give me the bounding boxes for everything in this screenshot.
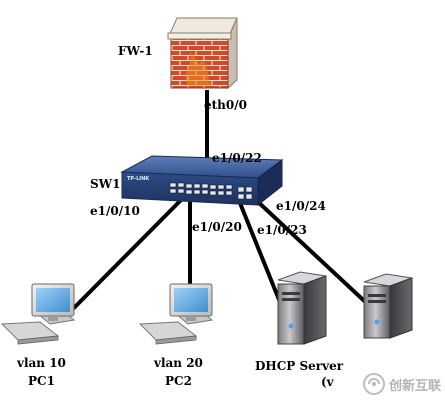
server-icon bbox=[363, 273, 413, 339]
pc1-name-label: PC1 bbox=[28, 374, 55, 388]
firewall-icon bbox=[167, 17, 238, 90]
port-label-sw-pc1: e1/0/10 bbox=[90, 204, 140, 218]
dhcp-server-icon bbox=[277, 271, 327, 345]
pc2-icon bbox=[138, 283, 214, 345]
port-label-sw-pc2: e1/0/20 bbox=[192, 220, 242, 234]
pc2-vlan-label: vlan 20 bbox=[154, 356, 203, 370]
link-sw-pc1 bbox=[60, 194, 187, 322]
port-label-sw-dhcp: e1/0/23 bbox=[257, 223, 307, 237]
watermark: 创新互联 bbox=[362, 372, 441, 396]
port-label-sw-server: e1/0/24 bbox=[276, 199, 326, 213]
pc2-name-label: PC2 bbox=[165, 374, 192, 388]
dhcp-server-label-2: (v bbox=[321, 375, 334, 389]
switch-icon: TP-LINK bbox=[120, 155, 284, 207]
dhcp-server-label: DHCP Server bbox=[255, 359, 344, 373]
link-sw-server bbox=[254, 198, 376, 312]
switch-label: SW1 bbox=[90, 177, 121, 191]
pc1-icon bbox=[0, 283, 76, 345]
pc1-vlan-label: vlan 10 bbox=[17, 356, 66, 370]
firewall-label: FW-1 bbox=[118, 44, 153, 58]
watermark-text: 创新互联 bbox=[388, 378, 441, 394]
switch-brand: TP-LINK bbox=[127, 176, 150, 182]
logo-icon bbox=[362, 373, 385, 395]
port-label-sw-uplink: e1/0/22 bbox=[212, 151, 262, 165]
port-label-fw-eth: eth0/0 bbox=[204, 98, 247, 112]
